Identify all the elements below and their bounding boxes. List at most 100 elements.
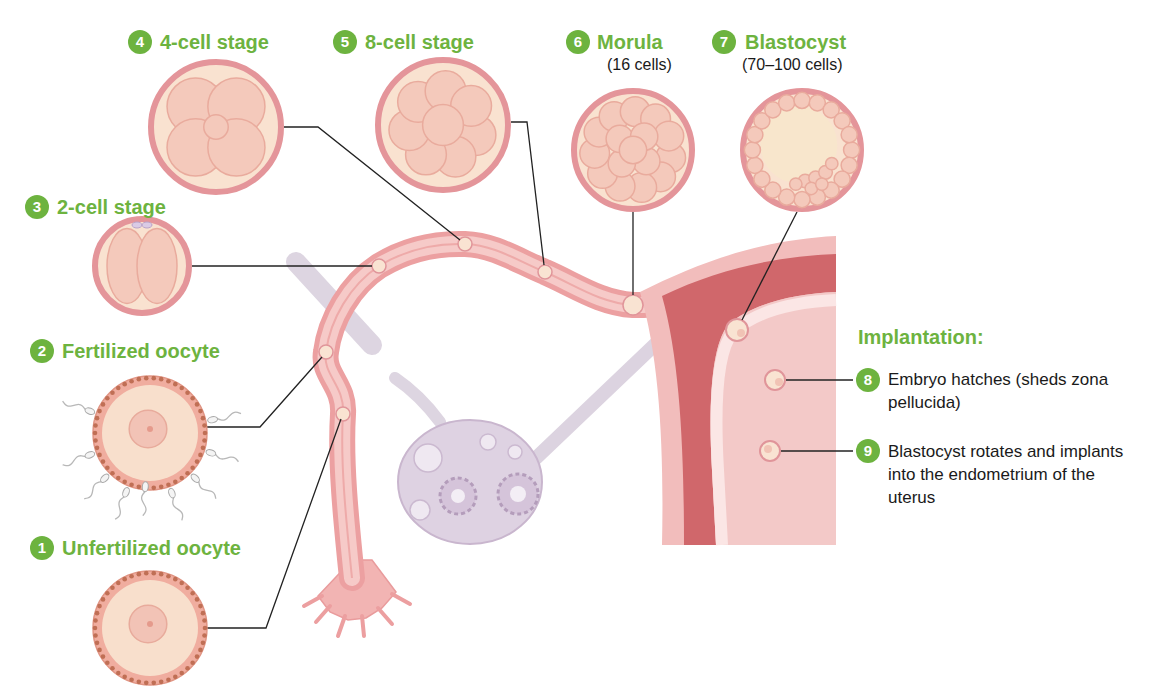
corona-cell [179,386,184,391]
hatching-mark-core [775,378,783,386]
corona-cell [202,438,207,443]
corona-cell [166,678,171,683]
position-dot [372,259,386,273]
callout-number: 7 [712,30,736,54]
hatching-mark [765,370,785,390]
corona-cell [166,379,171,384]
sperm-head [190,473,201,484]
stage-node: 8-cell stage [365,30,517,199]
sperm-tail [173,498,183,521]
stage-heading: Unfertilized oocyte [62,536,241,560]
zona-pellucida [743,91,861,209]
position-dot [538,265,552,279]
leader-lines [192,122,853,628]
stage-node: Fertilized oocyte [53,339,247,530]
corona-cell [137,572,142,577]
leader-line [192,265,372,266]
corona-cell [151,681,156,686]
leader-line [207,419,341,628]
follicle [480,434,496,450]
corona-cell [190,660,195,665]
zona-pellucida [93,376,207,490]
corona-cell [190,591,195,596]
sperm-tail [84,482,101,499]
position-dot [336,407,350,421]
note-text: Blastocyst rotates and implants into the… [888,440,1140,509]
polar-body [142,222,152,228]
corona-cell [185,471,190,476]
corona-cell [105,396,110,401]
corona-cell [97,409,102,414]
corona-cell [185,666,190,671]
callout-number: 6 [566,30,590,54]
corona-cell [144,681,149,686]
corona-cell [195,597,200,602]
blastomere [747,157,763,173]
blastomere [423,105,464,146]
nucleus [129,605,167,643]
corona-cell [93,431,98,436]
sperm-head [142,482,149,492]
cell-illustration [743,91,861,209]
corona-cell [93,633,98,638]
blastomere [619,136,646,163]
myometrium [662,254,836,545]
corona-cell [202,618,207,623]
corona-cell [166,483,171,488]
corona-cell [201,611,206,616]
corona-cell [203,431,208,436]
sperm-tail [63,401,86,409]
blastocyst-mark-core [737,329,745,337]
corona-cell [190,396,195,401]
corona-cell [137,485,142,490]
callout-number: 1 [30,536,54,560]
corona-cell [159,377,164,382]
sperm-head [207,416,218,424]
zona-pellucida [378,60,508,190]
sperm-head [99,473,110,484]
label-holder: 8 [856,368,880,392]
cell-illustration [95,219,189,313]
corona-cell [97,648,102,653]
corona-cell [201,446,206,451]
position-dot [319,345,333,359]
position-dot [458,237,472,251]
corona-cell [95,416,100,421]
label-holder: 7 [712,30,736,54]
implanting-mark [760,441,780,461]
stage-node: Morula(16 cells) [565,30,701,218]
position-dot [623,295,643,315]
corona-cell [201,416,206,421]
blastomere [744,142,760,158]
cell-illustration [87,565,213,691]
zona-pellucida [574,91,692,209]
corona-cell [179,671,184,676]
cell-illustration [142,53,290,201]
follicle [410,500,430,520]
corona-cell [173,675,178,680]
cell-illustration [86,210,198,322]
note-text: Embryo hatches (sheds zona pellucida) [888,368,1140,414]
corona-cell [179,476,184,481]
blastomere [794,92,810,108]
corona-cell [159,680,164,685]
corona-cell [173,480,178,485]
corona-cell [110,586,115,591]
corona-cell [198,604,203,609]
stage-heading: Morula [597,30,663,54]
sperm-tail [199,482,216,499]
embryo-positions [319,237,785,461]
leader-line [632,212,633,295]
callout-number: 5 [333,30,357,54]
corona-cell [105,591,110,596]
blastomere [790,178,802,190]
corona-cell [110,471,115,476]
zona-pellucida [151,62,281,192]
corona-cell [129,483,134,488]
cytoplasm [102,580,198,676]
corona-cell [101,597,106,602]
corona-cell [179,581,184,586]
label-holder: Blastocyst rotates and implants into the… [888,440,1140,509]
label-holder: 2 [30,339,54,363]
